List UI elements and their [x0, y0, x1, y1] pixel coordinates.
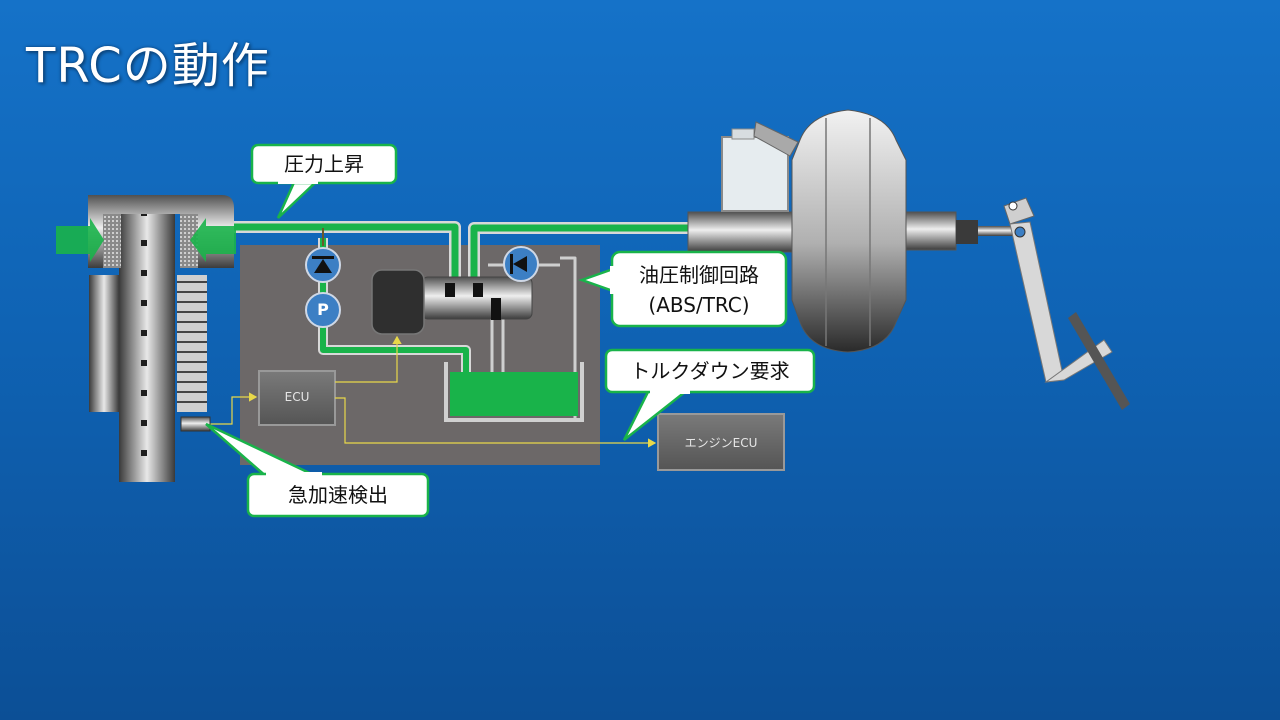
- pressure-rise-label: 圧力上昇: [284, 152, 364, 176]
- wheel-brake-assembly: [56, 195, 236, 482]
- callout-torque-down: [604, 348, 816, 441]
- pump-letter: P: [317, 300, 329, 319]
- callout-hydraulic-circuit: [578, 250, 788, 328]
- engine-ecu-label: エンジンECU: [684, 436, 758, 450]
- engine-ecu-box: [657, 413, 785, 471]
- rapid-acceleration-detection-label: 急加速検出: [288, 483, 388, 507]
- hydraulic-circuit-label-line1: 油圧制御回路: [639, 263, 759, 287]
- hydraulic-circuit-label-line2: (ABS/TRC): [648, 293, 750, 317]
- callout-pressure-rise: [250, 143, 398, 219]
- pump-icon: [305, 292, 341, 328]
- slide-title: TRCの動作: [26, 38, 270, 94]
- ecu-box: [258, 370, 336, 426]
- ecu-label: ECU: [284, 390, 310, 404]
- check-valve-left-icon: [503, 246, 539, 282]
- check-valve-up-icon: [305, 247, 341, 283]
- callout-rapid-acceleration: [205, 422, 430, 518]
- torque-down-request-label: トルクダウン要求: [630, 359, 790, 383]
- brake-pedal: [1003, 197, 1130, 410]
- solenoid-valve: [371, 269, 533, 335]
- signal-lines: [210, 335, 657, 448]
- reservoir: [444, 362, 584, 422]
- brake-booster-assembly: [687, 109, 1014, 353]
